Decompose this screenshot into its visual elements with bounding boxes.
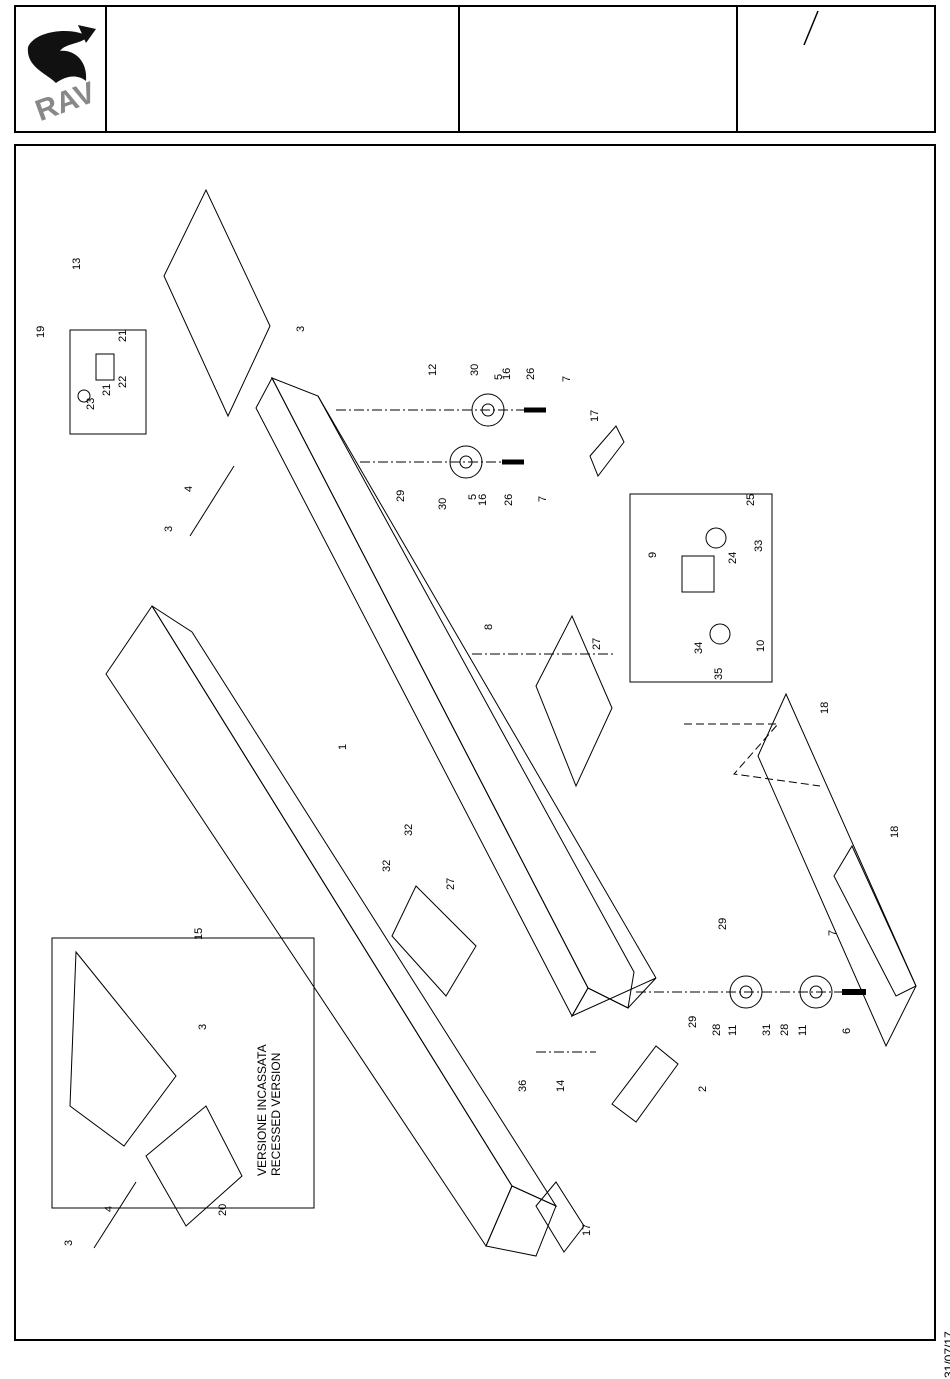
callout-1: 1 [337, 744, 349, 750]
callout-7: 7 [537, 496, 549, 502]
callout-16: 16 [501, 368, 513, 380]
callout-3: 3 [63, 1240, 75, 1246]
plate-lower [392, 886, 476, 996]
callout-31: 31 [761, 1024, 773, 1036]
slider-block [682, 556, 714, 592]
callout-11: 11 [727, 1025, 739, 1036]
callout-28: 28 [711, 1024, 723, 1036]
ramp-segment-upper [758, 694, 916, 1046]
callout-3: 3 [295, 326, 307, 332]
callout-17: 17 [589, 410, 601, 422]
drawing-date: 31/07/17 [942, 1331, 950, 1378]
title-block: RAV [14, 5, 936, 133]
cover-bottom [536, 1182, 584, 1252]
bracket [612, 1046, 678, 1122]
exploded-view-drawing: 1 2 3 3 3 3 4 4 5 5 6 7 7 7 8 9 10 11 11… [16, 146, 934, 1339]
callout-2: 2 [697, 1086, 709, 1092]
callout-4: 4 [183, 486, 195, 492]
callout-29: 29 [717, 918, 729, 930]
callout-26: 26 [503, 494, 515, 506]
callout-7: 7 [561, 376, 573, 382]
callout-12: 12 [427, 364, 439, 376]
logo-cell: RAV [16, 7, 107, 131]
exploded-view-frame: 1 2 3 3 3 3 4 4 5 5 6 7 7 7 8 9 10 11 11… [14, 144, 936, 1341]
callout-29: 29 [395, 490, 407, 502]
rav-logo: RAV [16, 7, 103, 131]
ramp-segment-lower [834, 846, 916, 996]
callout-8: 8 [483, 624, 495, 630]
rod-4-inset [94, 1182, 136, 1248]
callout-20: 20 [217, 1204, 229, 1216]
callout-14: 14 [555, 1080, 567, 1092]
cover-top [590, 426, 624, 476]
callout-23: 23 [85, 398, 97, 410]
main-beam [256, 378, 656, 1016]
callout-17: 17 [581, 1224, 593, 1236]
ramp-top [164, 190, 270, 416]
callout-29: 29 [687, 1016, 699, 1028]
callout-16: 16 [477, 494, 489, 506]
detail-box-hinge [70, 330, 146, 434]
bushing-22 [96, 354, 114, 380]
callout-32: 32 [381, 860, 393, 872]
callout-4: 4 [103, 1206, 115, 1212]
callout-7: 7 [827, 930, 839, 936]
callout-3: 3 [163, 526, 175, 532]
callout-10: 10 [755, 640, 767, 652]
callout-28: 28 [779, 1024, 791, 1036]
callout-26: 26 [525, 368, 537, 380]
callout-21: 21 [117, 330, 129, 342]
washer-24 [706, 528, 726, 548]
callout-30: 30 [469, 364, 481, 376]
callout-36: 36 [517, 1080, 529, 1092]
callout-9: 9 [647, 552, 659, 558]
callout-35: 35 [713, 668, 725, 680]
callout-27: 27 [591, 638, 603, 650]
inset-label-italian: VERSIONE INCASSATA [255, 1044, 269, 1176]
revision-slash [738, 7, 934, 131]
callout-24: 24 [727, 552, 739, 564]
callout-13: 13 [71, 258, 83, 270]
revision-cell [738, 7, 934, 131]
callout-15: 15 [193, 928, 205, 940]
nut-35 [710, 624, 730, 644]
callout-18: 18 [889, 826, 901, 838]
rod-4 [190, 466, 234, 536]
leader-dashed [684, 724, 820, 786]
callout-34: 34 [693, 642, 705, 654]
callout-6: 6 [841, 1028, 853, 1034]
callout-27: 27 [445, 878, 457, 890]
callout-30: 30 [437, 498, 449, 510]
inset-label-english: RECESSED VERSION [269, 1053, 283, 1176]
callout-21: 21 [101, 384, 113, 396]
callout-22: 22 [117, 376, 129, 388]
callout-25: 25 [745, 494, 757, 506]
callout-18: 18 [819, 702, 831, 714]
callouts: 1 2 3 3 3 3 4 4 5 5 6 7 7 7 8 9 10 11 11… [35, 258, 901, 1246]
secondary-beam [106, 606, 556, 1256]
code-cell [460, 7, 738, 131]
logo-text: RAV [31, 76, 100, 128]
title-cell [107, 7, 461, 131]
callout-3: 3 [197, 1024, 209, 1030]
callout-32: 32 [403, 824, 415, 836]
inset-beam [70, 952, 176, 1146]
callout-33: 33 [753, 540, 765, 552]
callout-19: 19 [35, 326, 47, 338]
callout-11: 11 [797, 1025, 809, 1036]
